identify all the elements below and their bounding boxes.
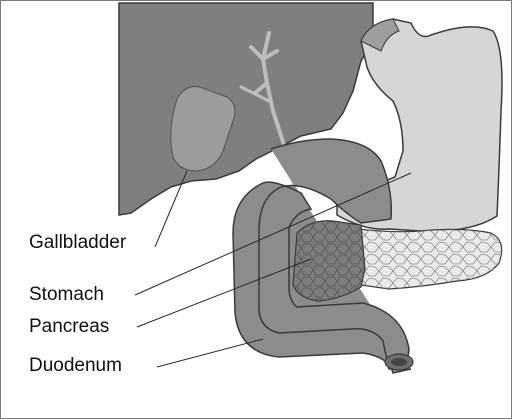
duodenum-label: Duodenum	[29, 356, 122, 375]
stomach-label: Stomach	[29, 285, 104, 304]
duodenum-leader	[157, 339, 263, 367]
gallbladder-label: Gallbladder	[29, 233, 126, 252]
pancreas-label: Pancreas	[29, 317, 109, 336]
